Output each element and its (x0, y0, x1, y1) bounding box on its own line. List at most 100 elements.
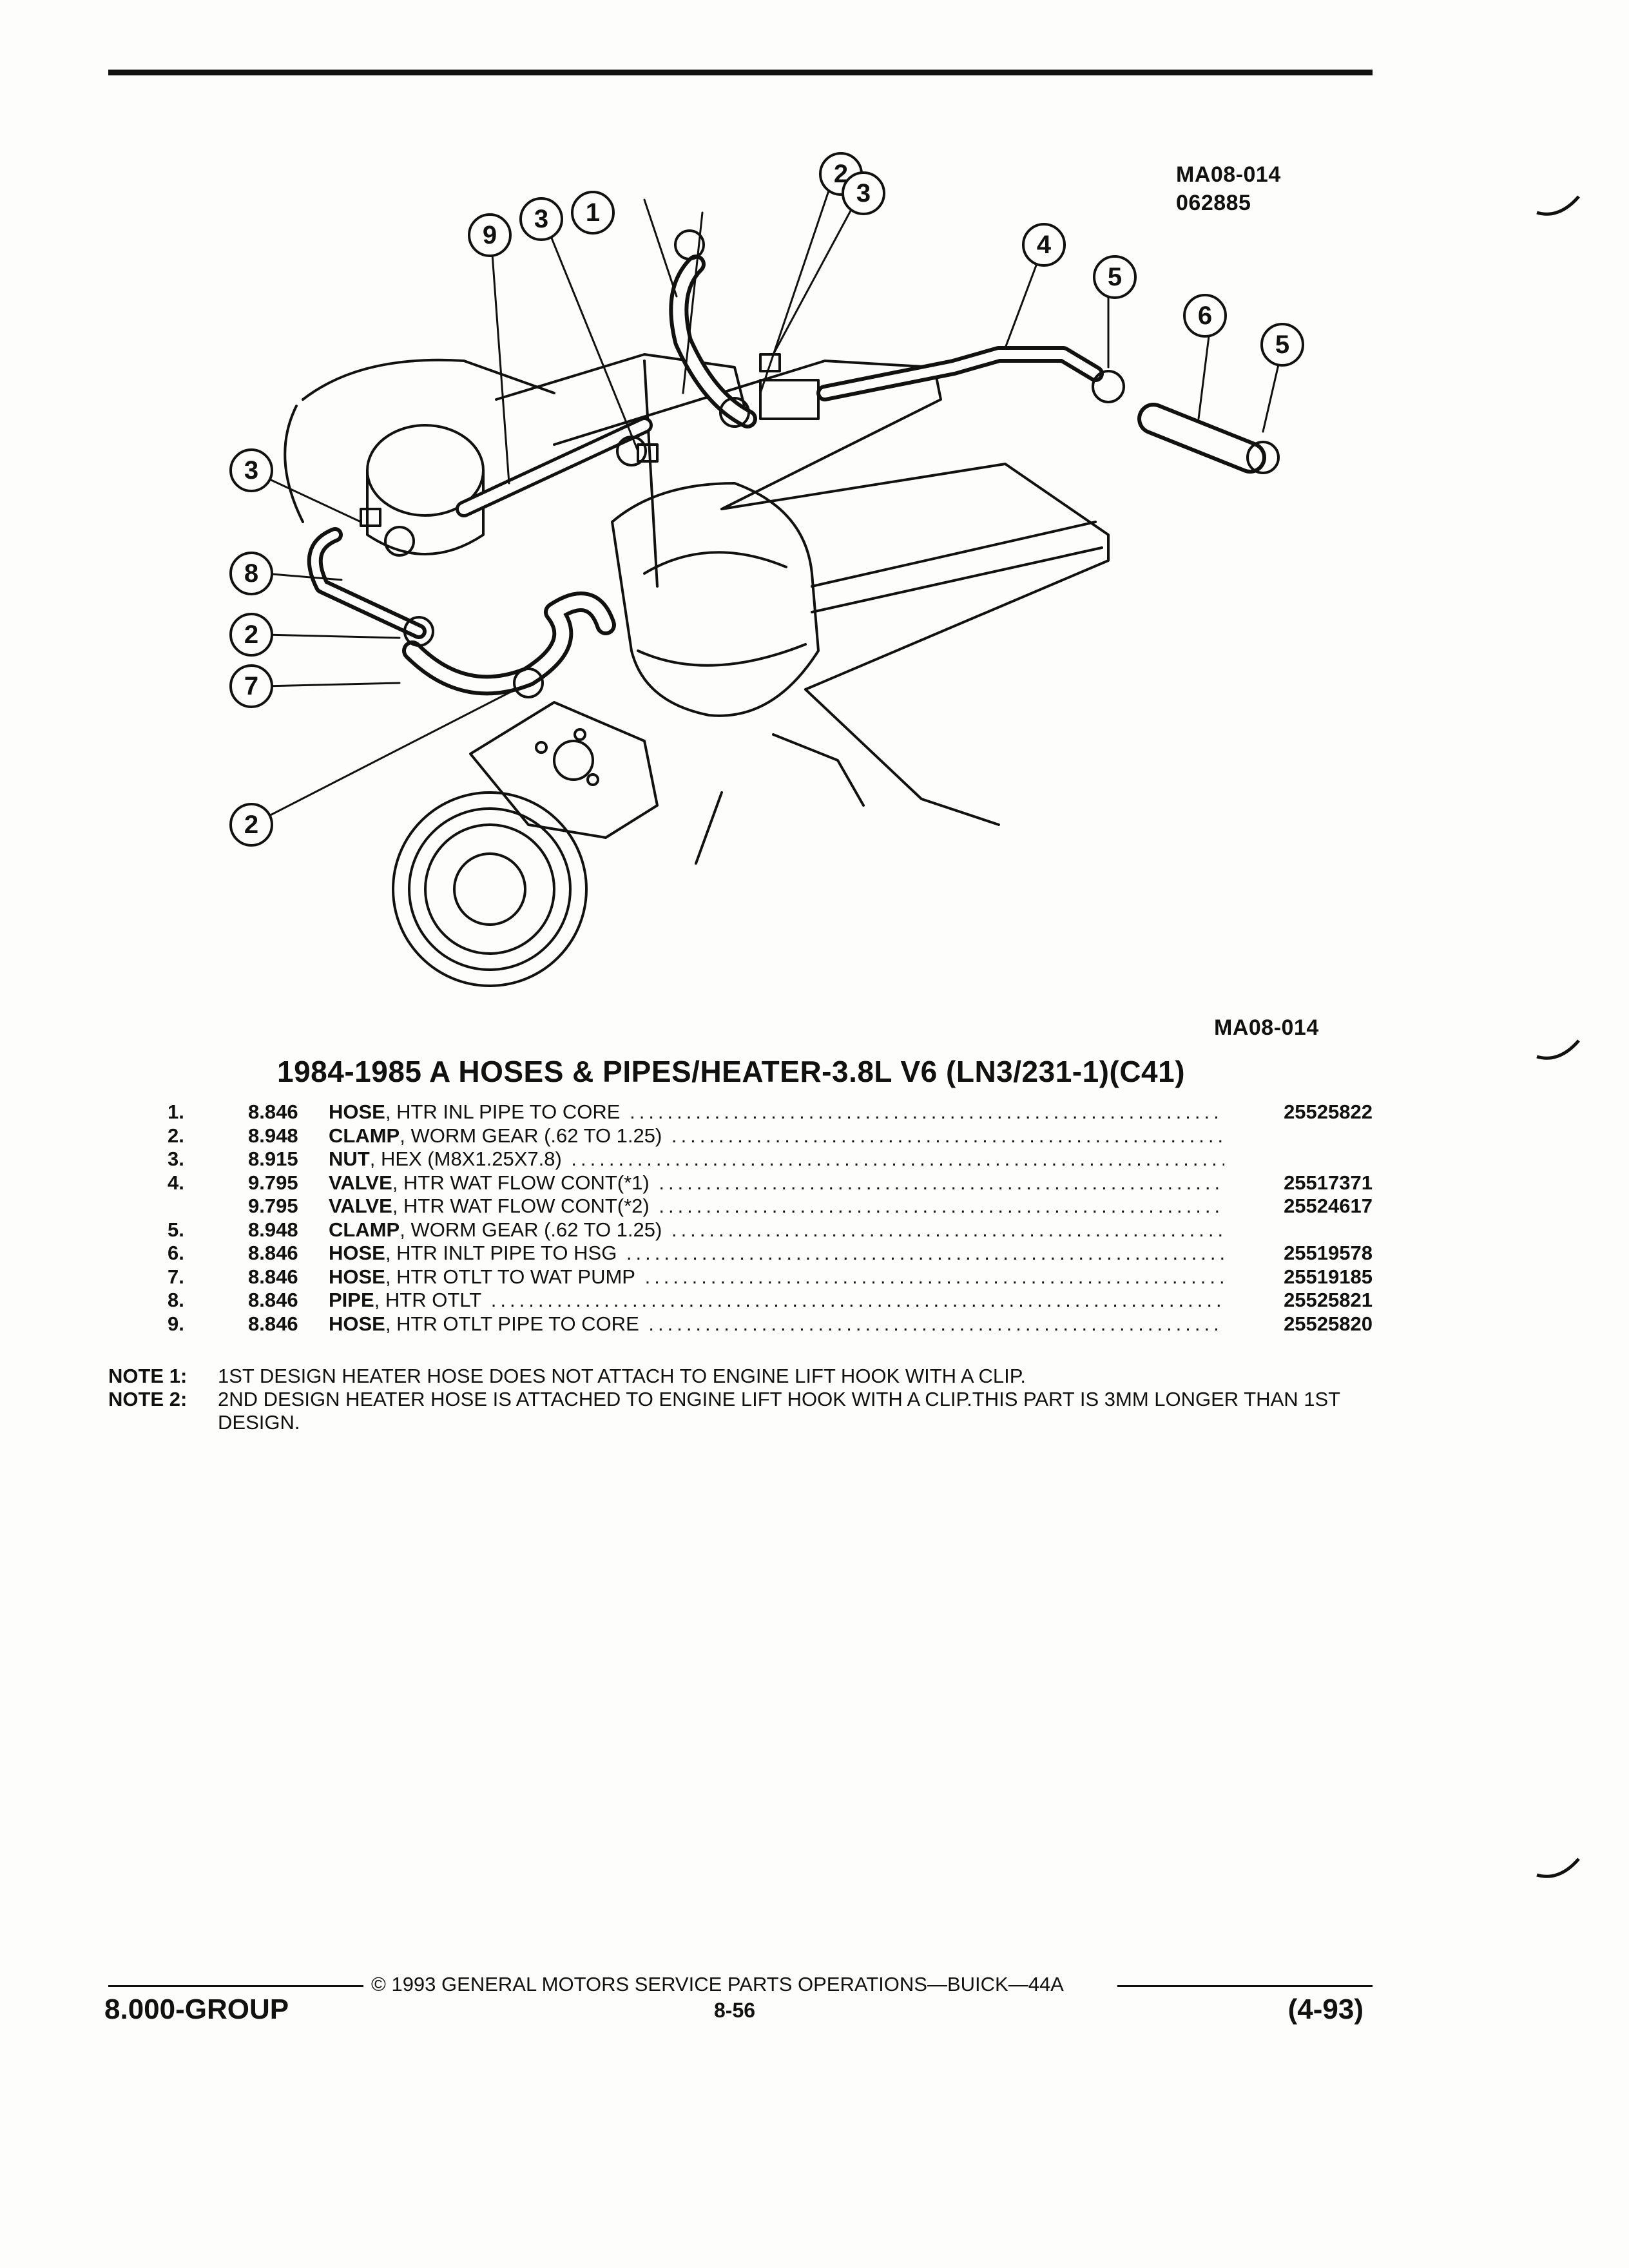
part-detail: , HTR INL PIPE TO CORE (385, 1100, 621, 1123)
parts-row: 6. 8.846 HOSE, HTR INLT PIPE TO HSG ......… (168, 1242, 1373, 1265)
item-number: 4. (168, 1171, 184, 1194)
part-number: 25525820 (1284, 1312, 1373, 1335)
leader-dots: ........................................… (481, 1289, 1224, 1311)
leader-dots: ........................................… (644, 1265, 1224, 1288)
level-code: 9.795 (248, 1195, 298, 1217)
clamps (384, 229, 1280, 698)
top-rule (108, 70, 1373, 75)
note-label: NOTE 1: (108, 1365, 188, 1387)
page-title: 1984-1985 A HOSES & PIPES/HEATER-3.8L V6… (277, 1055, 1186, 1088)
part-number: 25519578 (1284, 1242, 1373, 1264)
part-number: 25525821 (1284, 1289, 1373, 1311)
note-2: NOTE 2: 2ND DESIGN HEATER HOSE IS ATTACH… (108, 1388, 1371, 1434)
item-number: 5. (168, 1218, 184, 1241)
part-number: 25517371 (1284, 1171, 1373, 1194)
callout-7: 7 (244, 672, 258, 700)
pulley (392, 791, 588, 987)
part-description: HOSE, HTR OTLT TO WAT PUMP .............… (329, 1265, 1224, 1289)
level-code: 8.948 (248, 1124, 298, 1147)
level-code: 9.795 (248, 1171, 298, 1194)
level-code: 8.915 (248, 1148, 298, 1170)
part-name: HOSE (329, 1265, 385, 1288)
callout-2-bottom: 2 (244, 811, 258, 839)
leader-dots: ........................................… (659, 1195, 1224, 1217)
figure-date-code: 062885 (1176, 191, 1251, 215)
level-code: 8.846 (248, 1265, 298, 1288)
level-code: 8.846 (248, 1100, 298, 1123)
part-detail: , HTR WAT FLOW CONT(*1) (392, 1171, 650, 1194)
parts-row: 9.795 VALVE, HTR WAT FLOW CONT(*2) ......… (168, 1195, 1373, 1218)
callout-6: 6 (1198, 302, 1212, 330)
level-code: 8.948 (248, 1218, 298, 1241)
part-name: HOSE (329, 1242, 385, 1264)
part-description: PIPE, HTR OTLT .........................… (329, 1289, 1224, 1312)
nuts (360, 353, 781, 527)
part-name: CLAMP (329, 1124, 400, 1147)
part-detail: , HTR OTLT PIPE TO CORE (385, 1312, 639, 1335)
part-description: HOSE, HTR INLT PIPE TO HSG .............… (329, 1242, 1224, 1265)
margin-mark (1536, 195, 1580, 216)
parts-row: 2. 8.948 CLAMP, WORM GEAR (.62 TO 1.25) ..… (168, 1124, 1373, 1148)
parts-row: 8. 8.846 PIPE, HTR OTLT ..................… (168, 1289, 1373, 1312)
notes: NOTE 1: 1ST DESIGN HEATER HOSE DOES NOT … (108, 1365, 1371, 1434)
callout-3-mid: 3 (534, 205, 548, 233)
callout-5-left: 5 (1108, 263, 1122, 291)
part-description: VALVE, HTR WAT FLOW CONT(*2) ...........… (329, 1195, 1224, 1218)
level-code: 8.846 (248, 1289, 298, 1311)
note-1: NOTE 1: 1ST DESIGN HEATER HOSE DOES NOT … (108, 1365, 1371, 1388)
note-text: 2ND DESIGN HEATER HOSE IS ATTACHED TO EN… (218, 1388, 1340, 1434)
figure-code-top: MA08-014 (1176, 162, 1281, 187)
part-name: VALVE (329, 1171, 392, 1194)
figure-code-bottom: MA08-014 (1214, 1015, 1319, 1040)
leader-dots: ........................................… (630, 1100, 1224, 1123)
item-number: 2. (168, 1124, 184, 1147)
parts-row: 1. 8.846 HOSE, HTR INL PIPE TO CORE ......… (168, 1100, 1373, 1124)
part-name: VALVE (329, 1195, 392, 1217)
level-code: 8.846 (248, 1312, 298, 1335)
callout-4: 4 (1037, 231, 1052, 259)
part-name: CLAMP (329, 1218, 400, 1241)
part-detail: , HTR OTLT TO WAT PUMP (385, 1265, 635, 1288)
part-detail: , HEX (M8X1.25X7.8) (369, 1148, 562, 1170)
part-detail: , HTR OTLT (374, 1289, 482, 1311)
footer-rule-left (108, 1985, 363, 1987)
part-description: VALVE, HTR WAT FLOW CONT(*1) ...........… (329, 1171, 1224, 1195)
level-code: 8.846 (248, 1242, 298, 1264)
leader-dots: ........................................… (648, 1312, 1224, 1335)
callout-9: 9 (483, 221, 497, 249)
leader-dots: ........................................… (626, 1242, 1224, 1264)
item-number: 3. (168, 1148, 184, 1170)
part-name: PIPE (329, 1289, 374, 1311)
leader-dots: ........................................… (659, 1171, 1224, 1194)
parts-row: 3. 8.915 NUT, HEX (M8X1.25X7.8) ..........… (168, 1148, 1373, 1171)
callout-2-top: 2 (834, 160, 848, 188)
valve (759, 379, 820, 420)
part-description: NUT, HEX (M8X1.25X7.8) .................… (329, 1148, 1224, 1171)
leader-dots: ........................................… (571, 1148, 1224, 1170)
item-number: 1. (168, 1100, 184, 1123)
callout-3-top: 3 (856, 179, 871, 207)
parts-row: 5. 8.948 CLAMP, WORM GEAR (.62 TO 1.25) ..… (168, 1218, 1373, 1242)
part-number: 25519185 (1284, 1265, 1373, 1288)
engine-outline (302, 358, 555, 401)
item-number: 6. (168, 1242, 184, 1264)
item-number: 8. (168, 1289, 184, 1311)
margin-mark (1536, 1858, 1580, 1878)
part-detail: , WORM GEAR (.62 TO 1.25) (400, 1124, 662, 1147)
leader-dots: ........................................… (671, 1218, 1224, 1241)
part-description: CLAMP, WORM GEAR (.62 TO 1.25) .........… (329, 1218, 1224, 1242)
part-detail: , HTR INLT PIPE TO HSG (385, 1242, 617, 1264)
part-number: 25524617 (1284, 1195, 1373, 1217)
note-text: 1ST DESIGN HEATER HOSE DOES NOT ATTACH T… (218, 1365, 1027, 1387)
part-detail: , WORM GEAR (.62 TO 1.25) (400, 1218, 662, 1241)
item-number: 9. (168, 1312, 184, 1335)
revision-date: (4-93) (1287, 1994, 1364, 2025)
group-label: 8.000-GROUP (104, 1994, 289, 2025)
leader-dots: ........................................… (671, 1124, 1224, 1147)
callout-5-right: 5 (1275, 331, 1289, 359)
part-name: HOSE (329, 1100, 385, 1123)
part-description: CLAMP, WORM GEAR (.62 TO 1.25) .........… (329, 1124, 1224, 1148)
part-detail: , HTR WAT FLOW CONT(*2) (392, 1195, 650, 1217)
